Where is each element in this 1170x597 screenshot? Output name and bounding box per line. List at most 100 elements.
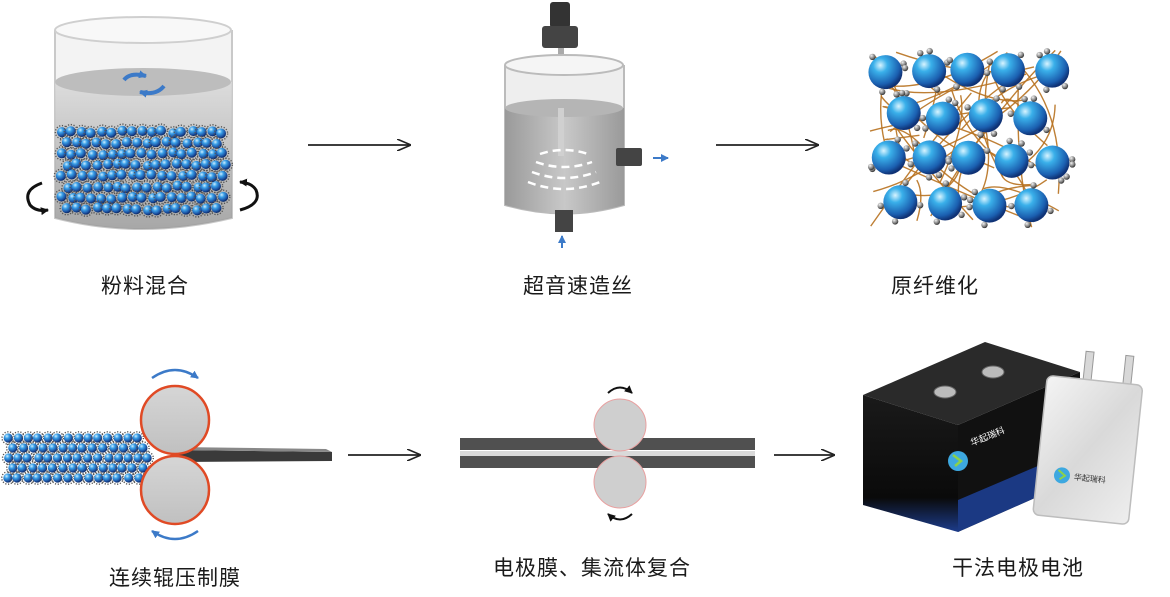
label-ultrasonic-spinning: 超音速造丝	[523, 274, 633, 298]
particle	[168, 135, 183, 151]
particle	[54, 189, 69, 204]
lower-roller	[139, 454, 211, 526]
rotate-counterclockwise-icon	[151, 529, 199, 541]
spray-pattern	[527, 148, 601, 191]
fiber-strand	[939, 95, 963, 184]
particle	[30, 471, 45, 485]
bottom-nozzle	[555, 210, 573, 232]
particle	[78, 158, 94, 173]
fiber-particle	[886, 89, 921, 132]
particle	[73, 146, 89, 161]
fiber-particle	[907, 140, 947, 181]
fiber-particle	[945, 140, 991, 175]
fiber-particle	[877, 179, 924, 225]
rotate-counterclockwise-icon	[607, 513, 633, 522]
particle	[134, 190, 149, 206]
rotate-clockwise-icon	[151, 368, 199, 380]
brand-logo	[948, 451, 968, 471]
fiber-particle	[867, 136, 910, 175]
fiber-particle	[946, 52, 991, 90]
pouch-brand-text: 华起瑞科	[1073, 472, 1106, 485]
particle	[215, 168, 230, 184]
ultrasonic-tank-illustration	[504, 2, 669, 248]
fiber-particle	[986, 51, 1025, 93]
terminal-negative	[933, 385, 957, 399]
particle	[213, 126, 229, 141]
liquid-surface	[55, 68, 231, 96]
particle	[179, 179, 194, 195]
tank-rim	[504, 54, 624, 76]
roll-press-illustration	[1, 368, 332, 541]
particle	[83, 125, 99, 141]
label-dry-electrode-battery: 干法电极电池	[952, 556, 1084, 580]
fiber-strand	[884, 134, 920, 141]
motor-body	[542, 26, 578, 48]
fiber-particle	[1007, 95, 1050, 136]
beaker-rim	[54, 16, 232, 44]
tank-liquid	[505, 108, 624, 214]
label-fibrillation: 原纤维化	[891, 274, 979, 298]
particle	[121, 471, 136, 485]
shaft-submerged	[558, 108, 564, 156]
particle	[215, 189, 231, 205]
fiber-particle	[994, 137, 1035, 178]
mixing-beaker-illustration	[26, 16, 259, 230]
fiber-particle	[1035, 145, 1076, 184]
pouch-brand-logo	[1053, 467, 1070, 484]
particle	[214, 145, 230, 161]
pouch-brand-mark	[1057, 469, 1067, 481]
pouch-body	[1032, 375, 1144, 525]
fiber-particle	[928, 180, 968, 225]
particle	[125, 461, 139, 475]
fiber-particle	[1008, 182, 1054, 229]
upper-laminate-roller	[593, 398, 647, 452]
particle	[164, 168, 179, 184]
fiber-particle	[1035, 48, 1070, 93]
particle	[129, 180, 145, 195]
upper-roller	[139, 384, 211, 456]
stir-arrow-icon	[139, 84, 166, 98]
prismatic-cell-left	[863, 395, 958, 532]
mixing-particles	[53, 123, 234, 218]
prismatic-cell-top	[863, 342, 1080, 425]
particle	[184, 145, 200, 161]
powder-feed	[1, 431, 155, 485]
fiber-particle	[919, 96, 960, 136]
fiber-particle	[966, 188, 1007, 229]
stir-arrow-icon	[122, 70, 147, 82]
pressed-film	[176, 450, 332, 462]
fiber-particle	[964, 95, 1003, 138]
particle	[208, 178, 224, 194]
particle	[50, 431, 65, 445]
fiber-particle	[868, 53, 909, 96]
fiber-network-illustration	[867, 47, 1076, 229]
pouch-cell: 华起瑞科	[1032, 350, 1144, 525]
rotate-right-icon	[239, 178, 259, 212]
particle	[56, 461, 70, 475]
particle	[110, 471, 124, 485]
battery-illustration: 华起瑞科 华起瑞科	[863, 342, 1144, 532]
particle	[128, 202, 144, 217]
lamination-illustration	[460, 385, 755, 522]
brand-logo-mark	[952, 454, 964, 467]
particle	[80, 451, 95, 465]
particle	[140, 451, 155, 465]
label-powder-mixing: 粉料混合	[101, 274, 189, 298]
fiber-strand	[916, 179, 922, 221]
pressed-film-top	[176, 447, 332, 452]
lower-laminate-roller	[593, 455, 647, 509]
side-outlet	[616, 148, 642, 166]
fiber-particles	[867, 47, 1076, 229]
fiber-particle	[912, 47, 951, 93]
terminal-positive	[981, 365, 1005, 379]
particle	[184, 167, 200, 183]
particle	[139, 180, 154, 196]
current-collector	[460, 451, 755, 456]
label-lamination: 电极膜、集流体复合	[493, 556, 691, 580]
rotate-left-icon	[26, 181, 49, 216]
particle	[10, 471, 24, 485]
particle	[209, 200, 224, 216]
label-roll-press-film: 连续辊压制膜	[109, 566, 241, 590]
motor-top	[550, 2, 570, 28]
